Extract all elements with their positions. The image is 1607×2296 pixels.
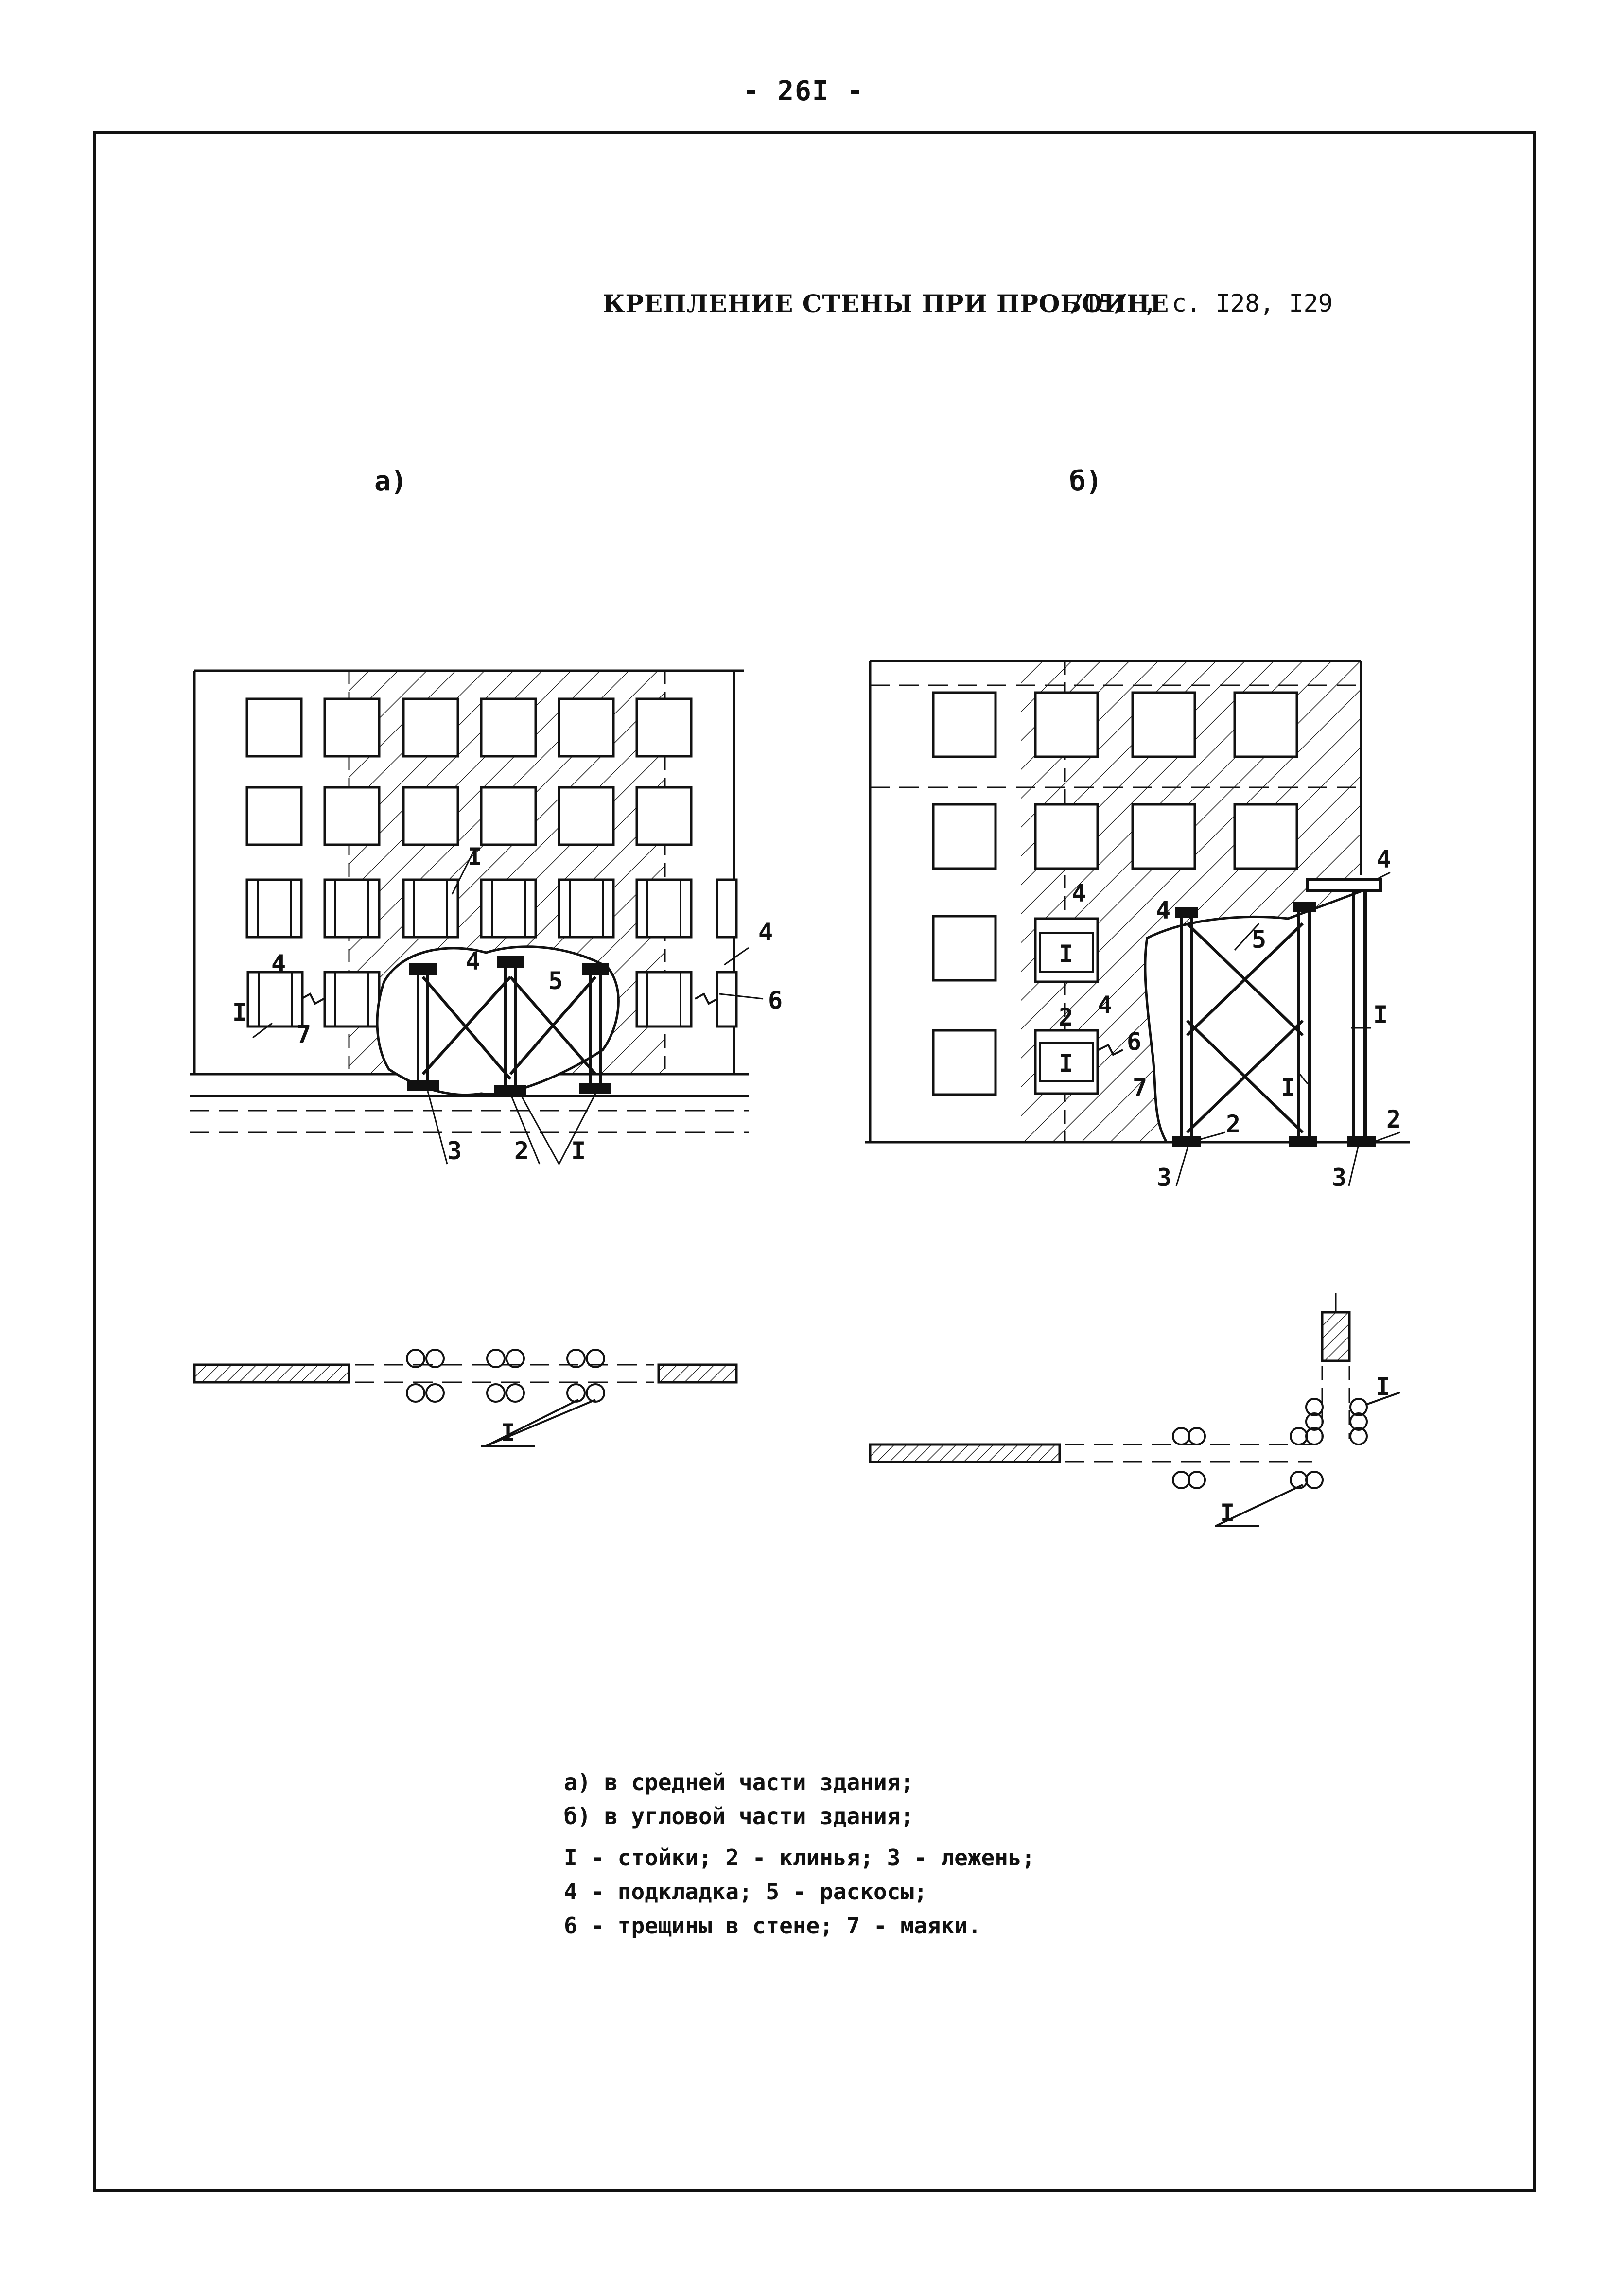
legend-line-2: б) в угловой части здания;: [564, 1803, 914, 1829]
callout-a-plan-1: I: [501, 1419, 515, 1447]
legend-line-1: а) в средней части здания;: [564, 1769, 914, 1795]
callout-b-3-left: 3: [1157, 1164, 1171, 1192]
callout-b-1-lower: I: [1059, 1049, 1073, 1078]
callout-a-5: 5: [548, 967, 563, 995]
callout-a-4: 4: [271, 950, 286, 978]
figure-b-label: б): [1069, 466, 1102, 497]
figure-b-callouts: 4 4 4 5 I 2 4 I 6 7 I I 2 2 3 3: [1059, 845, 1401, 1192]
callout-b-4-crack: 4: [1098, 991, 1112, 1019]
callout-a-1-bottom: I: [571, 1137, 586, 1165]
callout-b-5: 5: [1252, 925, 1266, 954]
figure-a-plan: [193, 1349, 738, 1447]
callout-b-4-top: 4: [1377, 845, 1391, 873]
callout-b-7: 7: [1133, 1074, 1147, 1102]
legend-line-4: 4 - подкладка; 5 - раскосы;: [564, 1879, 927, 1905]
callout-b-1-upper: I: [1059, 940, 1073, 968]
callout-b-1-brace: I: [1281, 1074, 1295, 1102]
figure-a-elevation: [190, 669, 764, 1165]
callout-a-2: 2: [514, 1137, 529, 1165]
callout-b-plan-1-right: I: [1376, 1373, 1390, 1401]
figure-a-callouts: I 4 I 7 4 5 4 6 3 2 I: [232, 843, 783, 1165]
drawing-frame: [93, 131, 1536, 2192]
callout-a-3: 3: [447, 1137, 462, 1165]
callout-b-2-right: 2: [1386, 1105, 1401, 1133]
callout-a-6: 6: [768, 986, 783, 1014]
legend-line-3: I - стойки; 2 - клинья; 3 - лежень;: [564, 1844, 1035, 1871]
callout-a-1: I: [468, 843, 482, 871]
figure-a-label: а): [374, 466, 407, 497]
callout-b-2-window: 2: [1059, 1003, 1073, 1031]
callout-b-plan-1: I: [1220, 1499, 1235, 1527]
callout-b-4-prop: 4: [1156, 896, 1170, 924]
callout-a-1-left: I: [232, 998, 247, 1026]
callout-a-4-mid: 4: [466, 947, 480, 975]
callout-b-4-window: 4: [1072, 879, 1086, 907]
page-number: - 26I -: [742, 75, 864, 107]
figure-b-elevation: [865, 660, 1410, 1186]
callout-b-3-right: 3: [1332, 1164, 1346, 1192]
legend-line-5: 6 - трещины в стене; 7 - маяки.: [564, 1913, 981, 1939]
drawing-title: КРЕПЛЕНИЕ СТЕНЫ ПРИ ПРОБОИНЕ: [603, 289, 1170, 318]
bibliography-reference: /I5/ , с. I28, I29: [1069, 289, 1333, 317]
figure-b-plan: [869, 1293, 1400, 1527]
callout-a-4-right: 4: [758, 918, 773, 946]
callout-a-7: 7: [297, 1020, 311, 1048]
callout-b-2-left: 2: [1226, 1110, 1240, 1138]
callout-b-1-right: I: [1373, 1001, 1388, 1029]
callout-b-6: 6: [1127, 1027, 1141, 1056]
